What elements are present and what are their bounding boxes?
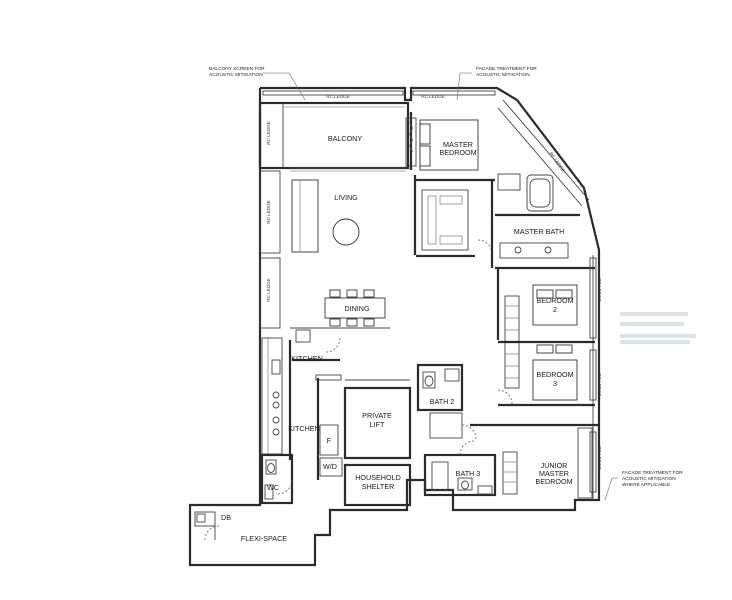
note-facade-right-2: ACOUSTIC MITIGATION [622,476,676,482]
label-bedroom2-2: 2 [553,305,557,314]
note-balcony-screen-2: ACOUSTIC MITIGATION [209,72,263,78]
outer-walls [188,86,601,567]
label-household-shelter-1: HOUSEHOLD [355,473,401,482]
label-junior-master-2: MASTER [539,469,569,478]
ledge-right-3: RC LEDGE [597,446,602,470]
bath-2-zone [416,363,477,440]
ledge-left-1: RC LEDGE [266,121,271,145]
ledge-left-3: RC LEDGE [266,278,271,302]
label-bath3: BATH 3 [456,469,481,478]
balcony-zone [258,101,410,172]
dining-table [324,297,386,319]
master-bath-zone [490,173,595,270]
note-facade-right-1: FACADE TREATMENT FOR [622,470,683,476]
label-private-lift-2: LIFT [370,420,385,429]
junior-master-zone [459,423,598,499]
label-bedroom3-2: 3 [553,379,557,388]
note-facade-right-3: WHERE APPLICABLE [622,482,670,488]
label-dining: DINING [344,304,370,313]
flexi-zone [194,511,220,541]
label-bedroom3-1: BEDROOM [536,370,573,379]
wc-zone [260,453,294,505]
label-master-bath: MASTER BATH [514,227,565,236]
ledge-right-1: RC LEDGE [597,278,602,302]
label-private-lift-1: PRIVATE [362,411,392,420]
coffee-table [332,218,360,246]
room-labels: BALCONY LIVING DINING KITCHEN KITCHEN MA… [221,134,574,543]
faint-overlay [620,312,696,344]
ledge-top-left: RC LEDGE [326,94,350,99]
ledge-right-2: RC LEDGE [597,373,602,397]
note-balcony-screen-1: BALCONY SCREEN FOR [209,66,265,72]
label-wd: W/D [323,462,337,471]
facade-markers [589,257,597,493]
leader-lines [263,72,618,501]
lift-shelter-zone [343,379,412,507]
label-fridge: F [327,436,332,445]
wardrobe-zone [416,189,493,258]
master-bedroom-zone [405,112,495,182]
label-junior-master-1: JUNIOR [541,461,568,470]
label-master-bedroom-1: MASTER [443,140,473,149]
ledge-left-2: RC LEDGE [266,200,271,224]
notes: BALCONY SCREEN FOR ACOUSTIC MITIGATION F… [209,66,683,488]
label-balcony: BALCONY [328,134,363,143]
label-bedroom2-1: BEDROOM [536,296,573,305]
label-flexi-space: FLEXI-SPACE [241,534,287,543]
label-living: LIVING [334,193,358,202]
ledge-top-right: RC LEDGE [421,94,445,99]
label-kitchen-upper: KITCHEN [291,354,323,363]
bedrooms-2-3-zone [496,268,595,407]
label-master-bedroom-2: BEDROOM [439,148,476,157]
label-household-shelter-2: SHELTER [362,482,395,491]
kitchen-zone [261,337,343,480]
label-bath2: BATH 2 [430,397,455,406]
label-db: DB [221,513,231,522]
note-facade-top-1: FACADE TREATMENT FOR [476,66,537,72]
label-junior-master-3: BEDROOM [535,477,572,486]
sofa [291,179,319,253]
note-facade-top-2: ACOUSTIC MITIGATION [476,72,530,78]
living-dining-zone [259,170,417,343]
label-kitchen-lower: KITCHEN [288,424,320,433]
label-wc: WC [267,483,279,492]
bed-3 [532,359,578,401]
